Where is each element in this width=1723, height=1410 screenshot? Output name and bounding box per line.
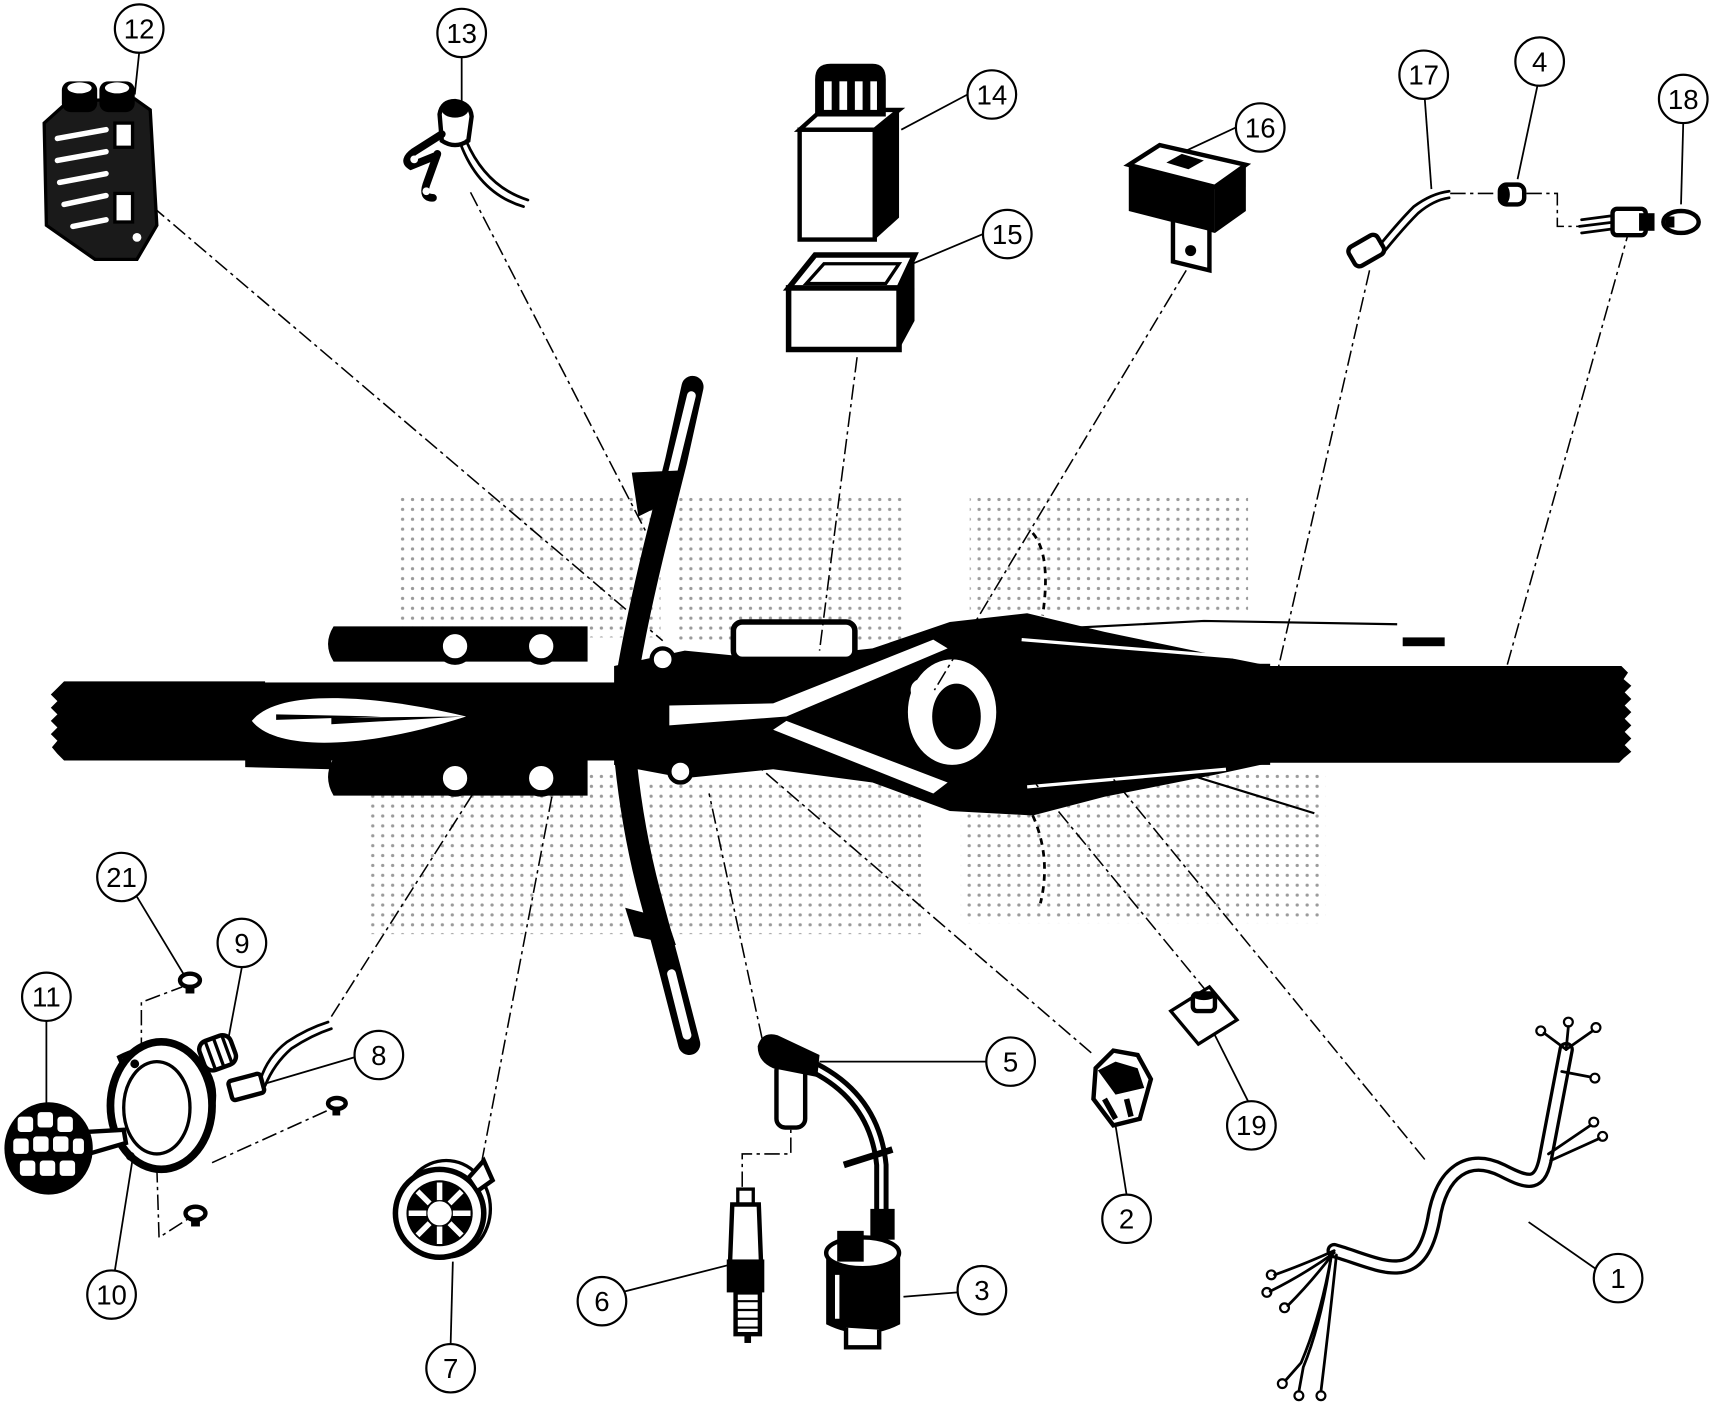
callout-label: 12	[124, 14, 155, 45]
fork-tubes	[328, 626, 588, 797]
callout-label: 9	[234, 928, 249, 959]
callout-label: 14	[976, 79, 1007, 110]
left-handlebar-switch	[42, 81, 159, 262]
callout-label: 2	[1119, 1204, 1134, 1235]
relay-holder	[782, 252, 919, 353]
callout-label: 6	[594, 1286, 609, 1317]
callout-label: 8	[371, 1040, 386, 1071]
callout-14: 14	[966, 69, 1018, 120]
callout-leader-lines	[45, 52, 1685, 1345]
clip-nut	[1168, 984, 1240, 1047]
screws	[177, 971, 348, 1227]
callout-18: 18	[1657, 73, 1709, 125]
callout-9: 9	[216, 917, 268, 969]
callout-label: 4	[1532, 46, 1547, 77]
callout-8: 8	[353, 1029, 405, 1081]
headlight-lens	[4, 1102, 129, 1195]
callout-label: 7	[443, 1353, 458, 1384]
callout-12: 12	[113, 3, 165, 54]
wire-connector	[1346, 189, 1451, 269]
callout-11: 11	[20, 971, 72, 1023]
callout-16: 16	[1234, 102, 1286, 153]
callout-7: 7	[425, 1342, 477, 1394]
callout-3: 3	[956, 1264, 1008, 1316]
callout-6: 6	[576, 1275, 628, 1327]
callout-21: 21	[96, 851, 147, 903]
callout-10: 10	[86, 1269, 137, 1320]
rear-tire	[1259, 665, 1632, 763]
ignition-coil	[823, 1208, 902, 1350]
dash-dot-leader-lines	[140, 191, 1631, 1239]
callout-label: 3	[974, 1275, 989, 1306]
headlight-grommet	[197, 1033, 239, 1073]
callout-label: 19	[1236, 1110, 1267, 1141]
horn	[392, 1156, 496, 1260]
callout-label: 5	[1003, 1047, 1018, 1078]
handlebar	[610, 375, 704, 1056]
spark-plug	[726, 1187, 765, 1343]
callout-label: 17	[1408, 60, 1439, 91]
spark-plug-cap	[757, 1034, 894, 1214]
callout-13: 13	[436, 7, 488, 59]
callout-2: 2	[1101, 1193, 1152, 1245]
battery-outline	[730, 619, 858, 663]
callout-5: 5	[985, 1036, 1037, 1087]
lever-switch	[403, 98, 530, 208]
callout-1: 1	[1592, 1252, 1644, 1304]
callout-label: 18	[1668, 84, 1699, 115]
headlight-connector	[226, 1020, 333, 1103]
callout-label: 11	[32, 982, 61, 1013]
callout-label: 21	[106, 862, 137, 893]
bulb-socket	[1578, 206, 1701, 238]
relay	[793, 63, 906, 242]
hex-nut	[1091, 1048, 1154, 1128]
callout-label: 15	[992, 219, 1023, 250]
callout-15: 15	[981, 208, 1033, 260]
callout-label: 1	[1610, 1263, 1625, 1294]
small-grommet	[1497, 182, 1527, 207]
dotted-watermark	[366, 496, 1326, 935]
front-tire	[50, 681, 266, 761]
motorcycle-top-view	[50, 375, 1632, 1056]
flasher-unit	[1123, 142, 1252, 274]
callout-4: 4	[1514, 36, 1566, 87]
callout-label: 16	[1245, 112, 1276, 143]
callout-label: 13	[446, 18, 477, 49]
callout-19: 19	[1225, 1100, 1277, 1151]
headlight-housing	[106, 1037, 217, 1174]
callout-17: 17	[1398, 49, 1450, 101]
callout-label: 10	[96, 1280, 127, 1311]
wiring-harness	[1261, 1016, 1609, 1402]
